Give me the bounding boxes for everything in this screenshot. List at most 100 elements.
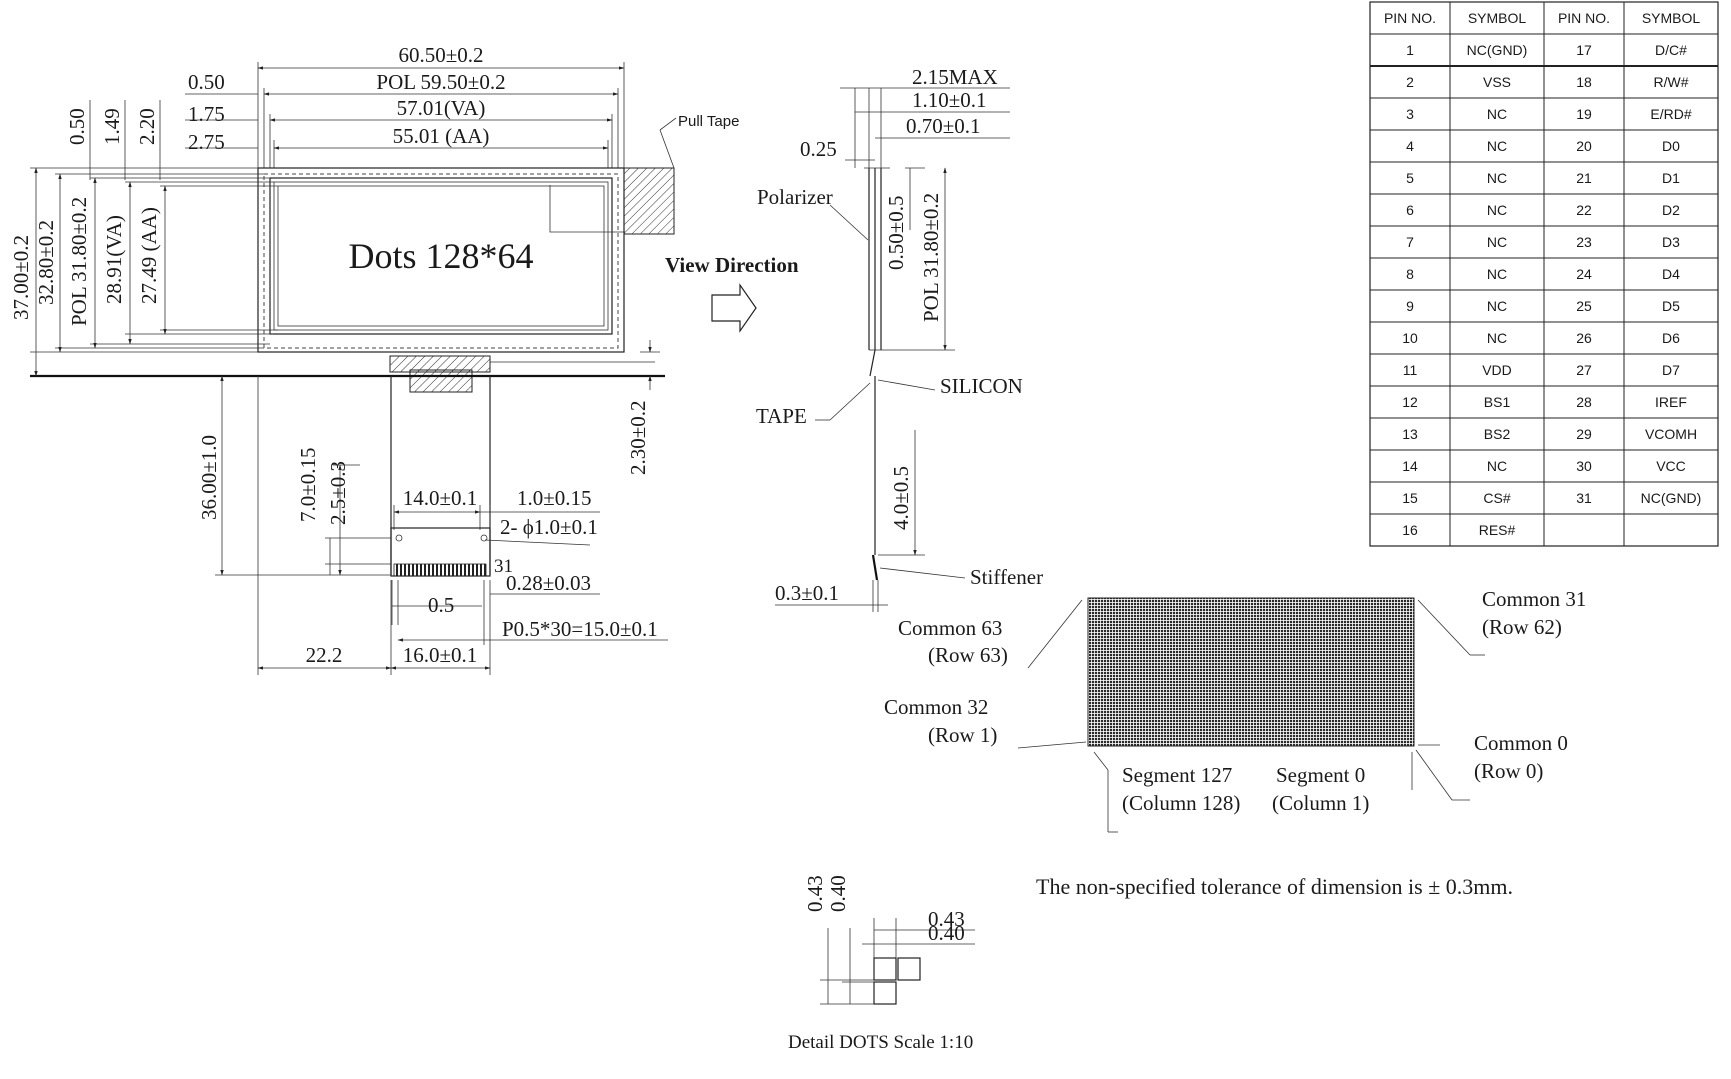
pin-symbol-cell: NC <box>1487 298 1507 314</box>
pin-symbol-cell: D7 <box>1662 362 1680 378</box>
column1-label: (Column 1) <box>1272 791 1369 815</box>
dim-aa-width: 55.01 (AA) <box>393 124 490 148</box>
pin-symbol-cell: NC <box>1487 170 1507 186</box>
pin-number-cell: 6 <box>1406 202 1414 218</box>
dim-fpc-25: 2.5±0.3 <box>326 461 350 525</box>
pin-number-cell: 24 <box>1576 266 1592 282</box>
dim-fpc-14: 14.0±0.1 <box>403 486 478 510</box>
pin-symbol-cell: NC <box>1487 202 1507 218</box>
pin-number-cell: 23 <box>1576 234 1592 250</box>
pin-number-cell: 21 <box>1576 170 1592 186</box>
pin-number-cell: 22 <box>1576 202 1592 218</box>
pin-number-cell: 7 <box>1406 234 1414 250</box>
dim-h-pol: POL 31.80±0.2 <box>67 197 91 326</box>
dim-fpc-1: 1.0±0.15 <box>517 486 592 510</box>
pin-number-cell: 11 <box>1403 362 1418 378</box>
dim-v-40: 4.0±0.5 <box>889 466 913 530</box>
pin-number-cell: 8 <box>1406 266 1414 282</box>
pin31-label: 31 <box>494 556 513 577</box>
panel-label: Dots 128*64 <box>348 236 533 276</box>
pin-number-cell: 3 <box>1406 106 1414 122</box>
dim-pin-width: 0.28±0.03 <box>506 571 591 595</box>
pin-symbol-cell: NC(GND) <box>1641 490 1702 506</box>
pin-table-header: PIN NO. <box>1384 10 1436 26</box>
common32-label: Common 32 <box>884 695 988 719</box>
dim-fpc-7: 7.0±0.15 <box>296 447 320 522</box>
dim-070: 0.70±0.1 <box>906 114 981 138</box>
detail-dot-1 <box>873 957 897 981</box>
pin-number-cell: 1 <box>1406 42 1414 58</box>
dim-fpc-holes: 2- ϕ1.0±0.1 <box>500 515 598 539</box>
dim-pitch: 0.5 <box>428 593 454 617</box>
dot-matrix <box>1087 597 1415 747</box>
pin-symbol-cell: NC <box>1487 330 1507 346</box>
common63-label: Common 63 <box>898 616 1002 640</box>
polarizer-outline <box>263 173 619 349</box>
pin-symbol-cell: D/C# <box>1655 42 1687 58</box>
pin-symbol-cell: NC <box>1487 458 1507 474</box>
pin-number-cell: 25 <box>1576 298 1592 314</box>
dim-215max: 2.15MAX <box>912 65 998 89</box>
pin-number-cell: 31 <box>1576 490 1592 506</box>
pin-symbol-cell: D0 <box>1662 138 1680 154</box>
fpc-hole-right <box>480 534 488 542</box>
pin-symbol-cell: NC <box>1487 234 1507 250</box>
dim-fpc-thickness: 2.30±0.2 <box>626 400 650 475</box>
detail-v1: 0.43 <box>803 875 827 912</box>
dim-outline-width: 60.50±0.2 <box>398 43 483 67</box>
pin-number-cell: 18 <box>1576 74 1592 90</box>
pin-number-cell: 30 <box>1576 458 1592 474</box>
detail-h2: 0.40 <box>928 921 965 945</box>
pin-number-cell: 2 <box>1406 74 1414 90</box>
pin-symbol-cell: VCOMH <box>1645 426 1697 442</box>
dim-16: 16.0±0.1 <box>403 643 478 667</box>
pin-symbol-cell: D6 <box>1662 330 1680 346</box>
fpc-bend-hatch-2 <box>409 369 473 393</box>
polarizer-label: Polarizer <box>757 185 833 209</box>
pin-number-cell: 4 <box>1406 138 1414 154</box>
side-view: View Direction 2.15MAX 1.10±0.1 0.70±0.1… <box>665 65 1043 612</box>
pin-symbol-cell: D4 <box>1662 266 1680 282</box>
detail-h1: 0.43 <box>928 907 965 931</box>
dim-v-220: 2.20 <box>135 108 159 145</box>
pin-symbol-cell: VCC <box>1656 458 1686 474</box>
pin-number-cell: 9 <box>1406 298 1414 314</box>
common31-label: Common 31 <box>1482 587 1586 611</box>
dim-222: 22.2 <box>306 643 343 667</box>
pin-number-cell: 15 <box>1402 490 1418 506</box>
common0-label: Common 0 <box>1474 731 1568 755</box>
detail-caption: Detail DOTS Scale 1:10 <box>788 1032 973 1053</box>
pin-number-cell: 13 <box>1402 426 1418 442</box>
pin-number-cell: 26 <box>1576 330 1592 346</box>
pull-tape-label: Pull Tape <box>678 113 739 130</box>
dim-fpc-length: 36.00±1.0 <box>197 435 221 520</box>
row0-label: (Row 0) <box>1474 759 1543 783</box>
detail-dots: 0.43 0.40 0.43 0.40 Detail DOTS Scale 1:… <box>788 875 975 1053</box>
pin-table-header: PIN NO. <box>1558 10 1610 26</box>
dim-v-149: 1.49 <box>100 108 124 145</box>
tolerance-note: The non-specified tolerance of dimension… <box>1036 874 1513 899</box>
active-area <box>273 181 609 331</box>
pin-number-cell: 5 <box>1406 170 1414 186</box>
dim-110: 1.10±0.1 <box>912 88 987 112</box>
dot-matrix-diagram: Common 63 (Row 63) Common 31 (Row 62) Co… <box>884 587 1586 833</box>
detail-dot-3 <box>873 981 897 1005</box>
view-direction-label: View Direction <box>665 253 799 277</box>
fpc-pins <box>393 563 487 577</box>
dim-h-3700: 37.00±0.2 <box>9 235 33 320</box>
pin-symbol-cell: IREF <box>1655 394 1687 410</box>
pin-symbol-cell: VSS <box>1483 74 1511 90</box>
pin-symbol-cell: D1 <box>1662 170 1680 186</box>
pin-symbol-cell: NC <box>1487 138 1507 154</box>
pin-table-header: SYMBOL <box>1642 10 1701 26</box>
dim-offset-050: 0.50 <box>188 70 225 94</box>
dim-v-050-side: 0.50±0.5 <box>884 195 908 270</box>
pin-table-header: SYMBOL <box>1468 10 1527 26</box>
view-direction-arrow <box>711 283 757 333</box>
detail-dot-2 <box>897 957 921 981</box>
pin-symbol-cell: D2 <box>1662 202 1680 218</box>
pin-symbol-cell: NC <box>1487 106 1507 122</box>
segment0-label: Segment 0 <box>1276 763 1365 787</box>
